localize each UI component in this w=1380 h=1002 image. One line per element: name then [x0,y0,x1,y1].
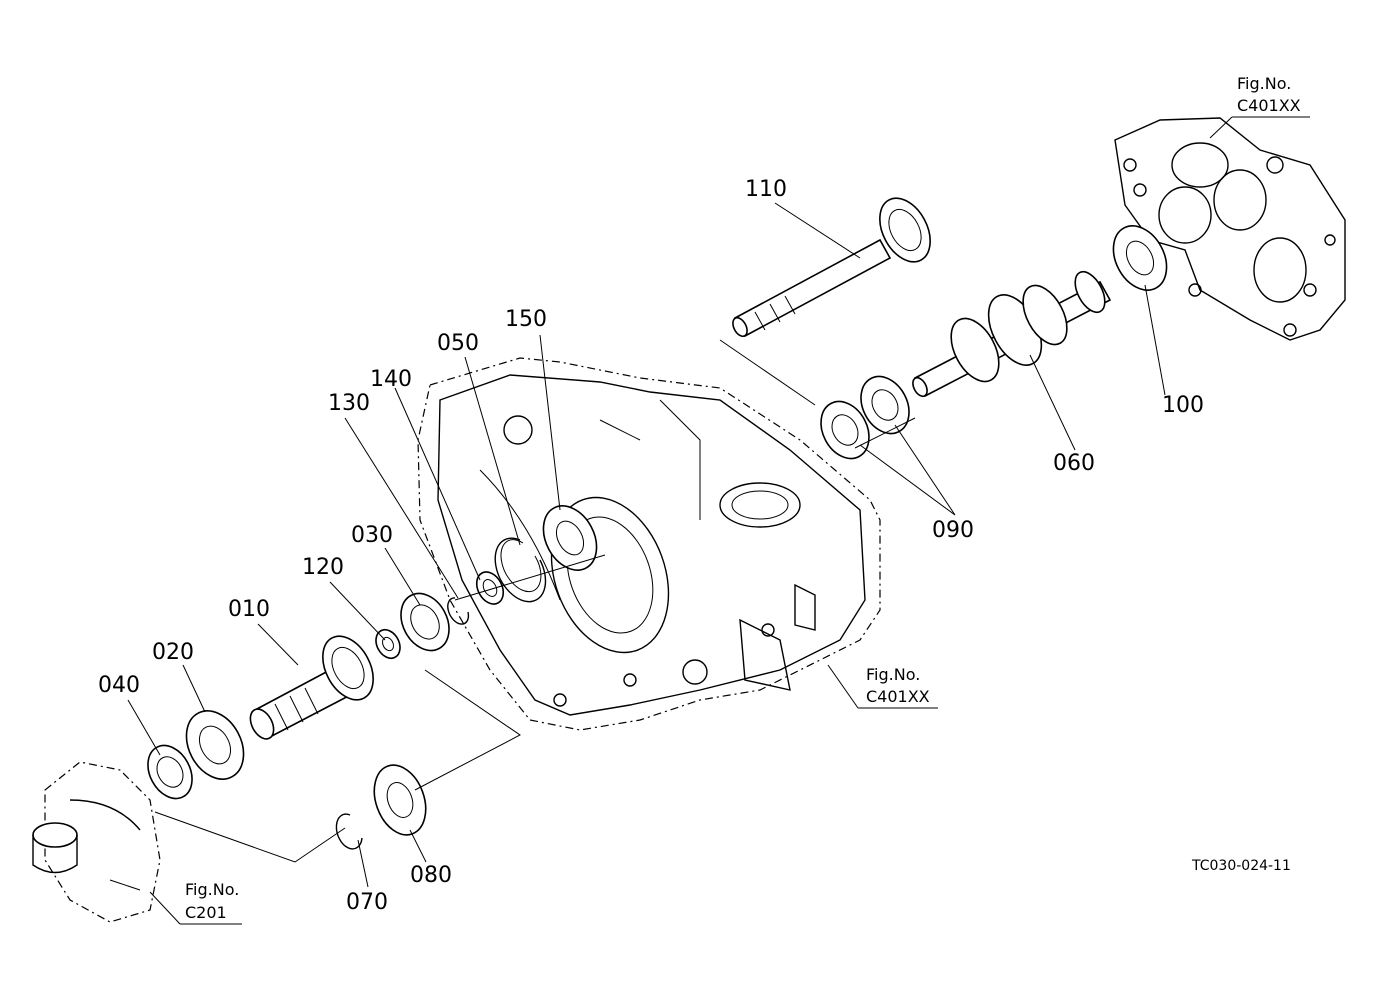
circlip-070 [335,813,363,850]
figure-ref-title: Fig.No. [866,665,920,684]
part-label-020: 020 [152,640,194,665]
ring-130 [447,597,470,625]
transmission-case [417,357,881,731]
figure-ref-code: C401XX [866,687,930,706]
part-label-100: 100 [1162,393,1204,418]
bearings-090 [820,375,910,460]
part-label-070: 070 [346,890,388,915]
bearing-020 [185,710,245,780]
figure-ref-title: Fig.No. [1237,74,1291,93]
drawing-code: TC030-024-11 [1191,858,1291,874]
part-label-030: 030 [351,523,393,548]
part-label-080: 080 [410,863,452,888]
figure-reference-upper: Fig.No. C401XX [1209,74,1310,139]
seal-030 [400,592,450,652]
part-label-040: 040 [98,673,140,698]
part-label-010: 010 [228,597,270,622]
bearing-100 [1112,225,1168,291]
part-labels: 110 150 050 140 130 030 120 010 020 040 … [98,177,1204,915]
figure-ref-title: Fig.No. [185,880,239,899]
leader-lines [127,202,1166,888]
part-label-150: 150 [505,307,547,332]
part-label-090: 090 [932,518,974,543]
figure-reference-lower: Fig.No. C201 [149,880,242,925]
alignment-lines [154,339,916,863]
part-label-120: 120 [302,555,344,580]
part-label-060: 060 [1053,451,1095,476]
bearing-150 [542,505,598,571]
figure-ref-code: C401XX [1237,96,1301,115]
part-label-050: 050 [437,331,479,356]
shaft-060 [912,270,1112,398]
ring-140 [475,571,505,605]
shaft-010 [249,635,374,740]
figure-ref-code: C201 [185,903,227,922]
part-label-110: 110 [745,177,787,202]
right-cover [1114,117,1346,341]
part-label-140: 140 [370,367,412,392]
part-label-130: 130 [328,391,370,416]
seal-040 [147,744,193,800]
shaft-110 [732,197,931,338]
gear-080 [373,764,427,836]
left-housing [32,761,161,923]
figure-reference-middle: Fig.No. C401XX [827,664,938,709]
